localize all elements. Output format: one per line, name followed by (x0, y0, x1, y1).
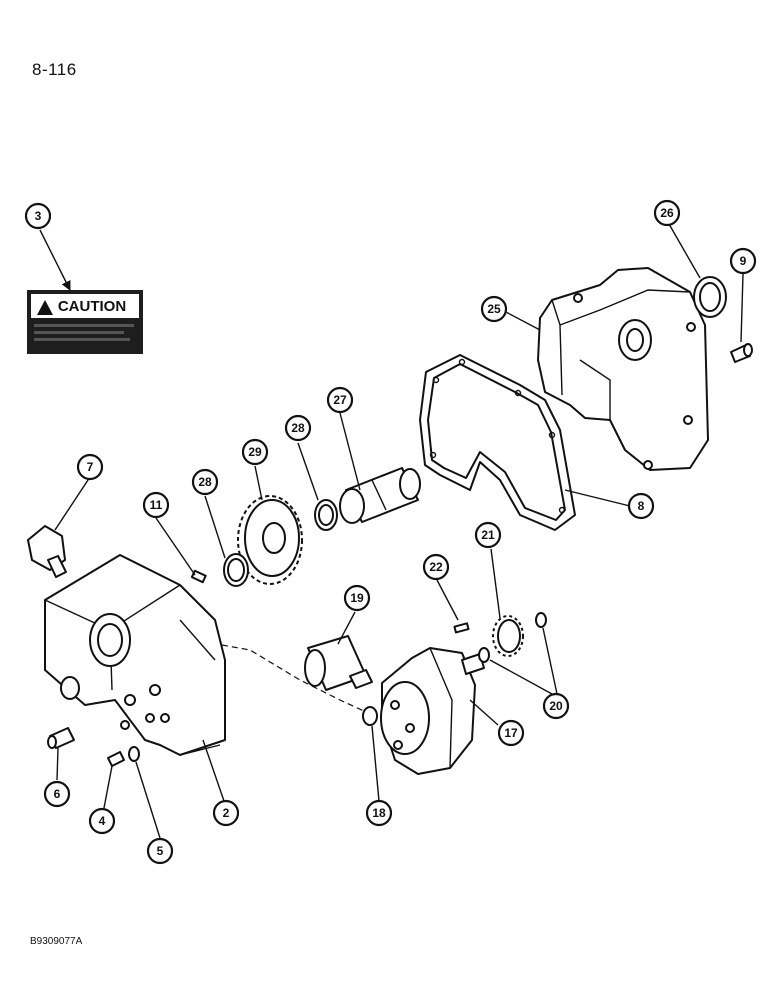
svg-text:19: 19 (350, 591, 364, 605)
callout-26: 26 (653, 199, 681, 227)
bolt (730, 343, 753, 363)
callout-7: 7 (76, 453, 104, 481)
callout-17: 17 (497, 719, 525, 747)
svg-text:22: 22 (429, 560, 443, 574)
callout-8: 8 (627, 492, 655, 520)
callout-3: 3 (24, 202, 52, 230)
svg-text:4: 4 (99, 814, 106, 828)
svg-text:3: 3 (35, 209, 42, 223)
figure-code: B9309077A (30, 936, 83, 947)
oil-seal (693, 276, 727, 318)
o-ring (362, 706, 378, 726)
svg-text:20: 20 (549, 699, 563, 713)
svg-text:5: 5 (157, 844, 164, 858)
callout-27: 27 (326, 386, 354, 414)
woodruff-key (453, 622, 470, 634)
svg-text:29: 29 (248, 445, 262, 459)
svg-text:26: 26 (660, 206, 674, 220)
screw (107, 751, 125, 767)
svg-text:17: 17 (504, 726, 518, 740)
callout-29: 29 (241, 438, 269, 466)
callout-25: 25 (480, 295, 508, 323)
caution-decal: CAUTION (27, 290, 143, 354)
fitting (47, 727, 75, 749)
svg-text:8: 8 (638, 499, 645, 513)
callout-9: 9 (729, 247, 757, 275)
svg-text:27: 27 (333, 393, 347, 407)
svg-text:25: 25 (487, 302, 501, 316)
svg-text:28: 28 (198, 475, 212, 489)
page-number: 8-116 (32, 60, 77, 79)
idler-gear (237, 495, 303, 585)
washer (128, 746, 140, 762)
caution-label: CAUTION (58, 298, 126, 315)
callout-28-lower: 28 (191, 468, 219, 496)
callout-21: 21 (474, 521, 502, 549)
svg-text:2: 2 (223, 806, 230, 820)
svg-text:21: 21 (481, 528, 495, 542)
hydraulic-pump (380, 647, 485, 775)
svg-text:9: 9 (740, 254, 747, 268)
assembly-path (221, 644, 367, 713)
svg-text:7: 7 (87, 460, 94, 474)
gasket (419, 354, 576, 531)
bushing (339, 467, 421, 524)
snap-rings (478, 612, 547, 663)
callout-6: 6 (43, 780, 71, 808)
pump-drive-gear (492, 615, 524, 657)
relief-valve (304, 635, 373, 691)
callout-5: 5 (146, 837, 174, 865)
dowel-pin (190, 569, 207, 584)
svg-text:28: 28 (291, 421, 305, 435)
callout-20: 20 (542, 692, 570, 720)
snap-ring-lower (223, 553, 249, 587)
warning-triangle-icon (37, 300, 53, 315)
snap-ring-upper (314, 499, 338, 531)
callout-28-upper: 28 (284, 414, 312, 442)
svg-text:11: 11 (150, 498, 163, 512)
callout-2: 2 (212, 799, 240, 827)
leader-lines (39, 223, 744, 839)
rear-cover (537, 267, 709, 471)
callout-18: 18 (365, 799, 393, 827)
callout-22: 22 (422, 553, 450, 581)
callout-4: 4 (88, 807, 116, 835)
svg-text:18: 18 (372, 806, 386, 820)
sender-switch (27, 525, 67, 578)
callout-11: 11 (142, 491, 170, 519)
callout-19: 19 (343, 584, 371, 612)
front-housing (44, 554, 226, 756)
svg-text:6: 6 (54, 787, 61, 801)
